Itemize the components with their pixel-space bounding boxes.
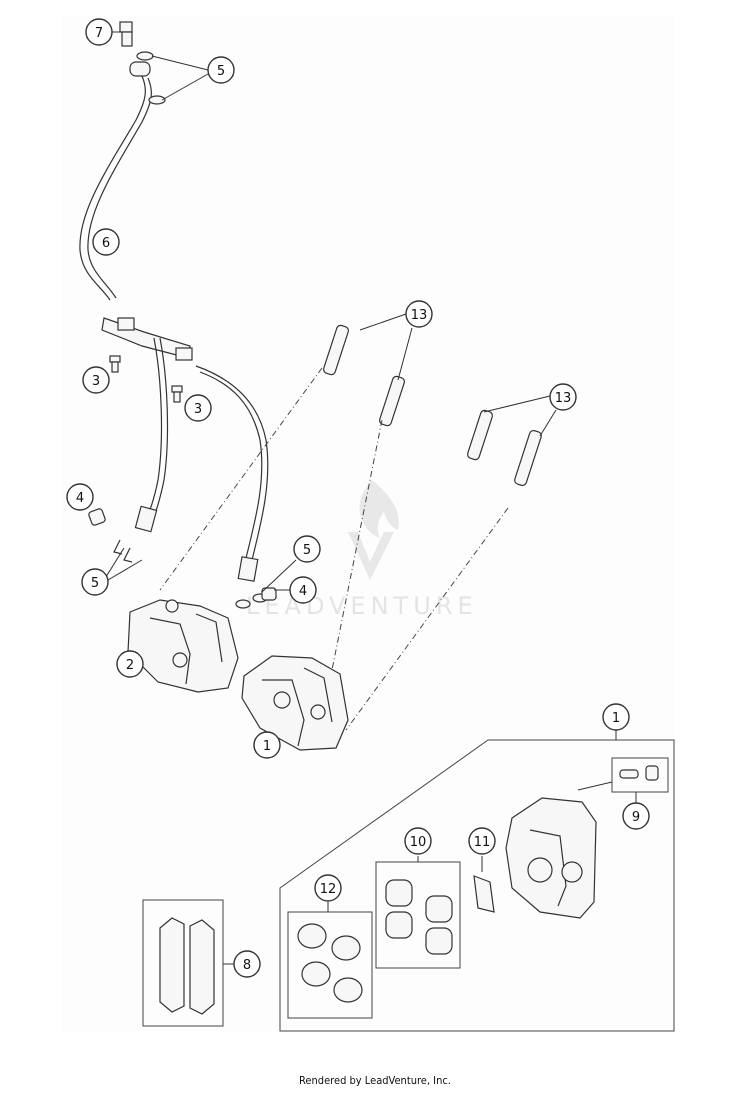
banjo-bolt-4-left bbox=[88, 508, 106, 526]
svg-text:13: 13 bbox=[555, 391, 572, 406]
callout-1-caliper: 1 bbox=[253, 731, 281, 759]
callout-2: 2 bbox=[116, 650, 144, 678]
callout-1-kit: 1 bbox=[602, 703, 630, 731]
svg-text:8: 8 bbox=[243, 958, 251, 973]
svg-text:5: 5 bbox=[91, 576, 99, 591]
svg-text:2: 2 bbox=[126, 658, 134, 673]
callout-7: 7 bbox=[85, 18, 113, 46]
screw-3-b bbox=[171, 385, 183, 403]
screw-3-a bbox=[109, 355, 121, 373]
hose-ferrule-left bbox=[134, 505, 158, 533]
svg-text:6: 6 bbox=[102, 236, 110, 251]
piston-seals-12 bbox=[297, 923, 363, 1003]
brake-caliper-1 bbox=[241, 655, 349, 751]
callout-4-right: 4 bbox=[289, 576, 317, 604]
axis-line bbox=[329, 419, 383, 681]
guide-pins-13-upper bbox=[323, 324, 405, 427]
svg-text:4: 4 bbox=[76, 491, 84, 506]
svg-text:7: 7 bbox=[95, 26, 103, 41]
svg-text:3: 3 bbox=[92, 374, 100, 389]
brake-pad-box bbox=[142, 899, 224, 1027]
kit-outline bbox=[279, 739, 675, 1032]
svg-text:4: 4 bbox=[299, 584, 307, 599]
callout-10: 10 bbox=[404, 827, 432, 855]
callout-12: 12 bbox=[314, 874, 342, 902]
leadventure-watermark: LEADVENTURE bbox=[246, 480, 478, 620]
svg-text:12: 12 bbox=[320, 882, 337, 897]
guide-pins-13-right bbox=[467, 409, 542, 487]
svg-text:5: 5 bbox=[217, 64, 225, 79]
callout-3-left: 3 bbox=[82, 366, 110, 394]
svg-text:1: 1 bbox=[612, 711, 620, 726]
pad-spring-11 bbox=[473, 875, 495, 913]
hose-ferrule-right bbox=[237, 556, 259, 582]
bleeder-kit-box bbox=[611, 757, 669, 793]
pistons-10 bbox=[385, 879, 453, 955]
callout-11: 11 bbox=[468, 827, 496, 855]
watermark-text: LEADVENTURE bbox=[246, 592, 478, 620]
svg-text:10: 10 bbox=[410, 835, 427, 850]
bleeder-valve-9 bbox=[619, 765, 659, 781]
callout-3-right: 3 bbox=[184, 394, 212, 422]
callout-5-top: 5 bbox=[207, 56, 235, 84]
callout-4-left: 4 bbox=[66, 483, 94, 511]
callout-5-mid: 5 bbox=[293, 535, 321, 563]
svg-text:3: 3 bbox=[194, 402, 202, 417]
banjo-bolt-4-right bbox=[261, 587, 277, 601]
callout-6: 6 bbox=[92, 228, 120, 256]
brake-pads-8 bbox=[159, 917, 215, 1015]
sealing-rings-5-top bbox=[136, 51, 166, 105]
callout-5-left: 5 bbox=[81, 568, 109, 596]
svg-text:13: 13 bbox=[411, 308, 428, 323]
brake-caliper-kit bbox=[505, 797, 597, 919]
seal-kit-box bbox=[287, 911, 373, 1019]
callout-8: 8 bbox=[233, 950, 261, 978]
bleeder-screw-7 bbox=[119, 21, 133, 47]
svg-text:9: 9 bbox=[632, 810, 640, 825]
render-credit: Rendered by LeadVenture, Inc. bbox=[299, 1074, 451, 1087]
leader-lines bbox=[103, 31, 557, 912]
callout-13-right: 13 bbox=[549, 383, 577, 411]
banjo-fitting-top bbox=[129, 61, 151, 77]
callout-9: 9 bbox=[622, 802, 650, 830]
svg-text:11: 11 bbox=[474, 835, 491, 850]
callout-13-upper: 13 bbox=[405, 300, 433, 328]
sealing-rings-5-left bbox=[113, 539, 133, 563]
svg-text:5: 5 bbox=[303, 543, 311, 558]
svg-text:1: 1 bbox=[263, 739, 271, 754]
brake-line-6 bbox=[79, 61, 269, 582]
